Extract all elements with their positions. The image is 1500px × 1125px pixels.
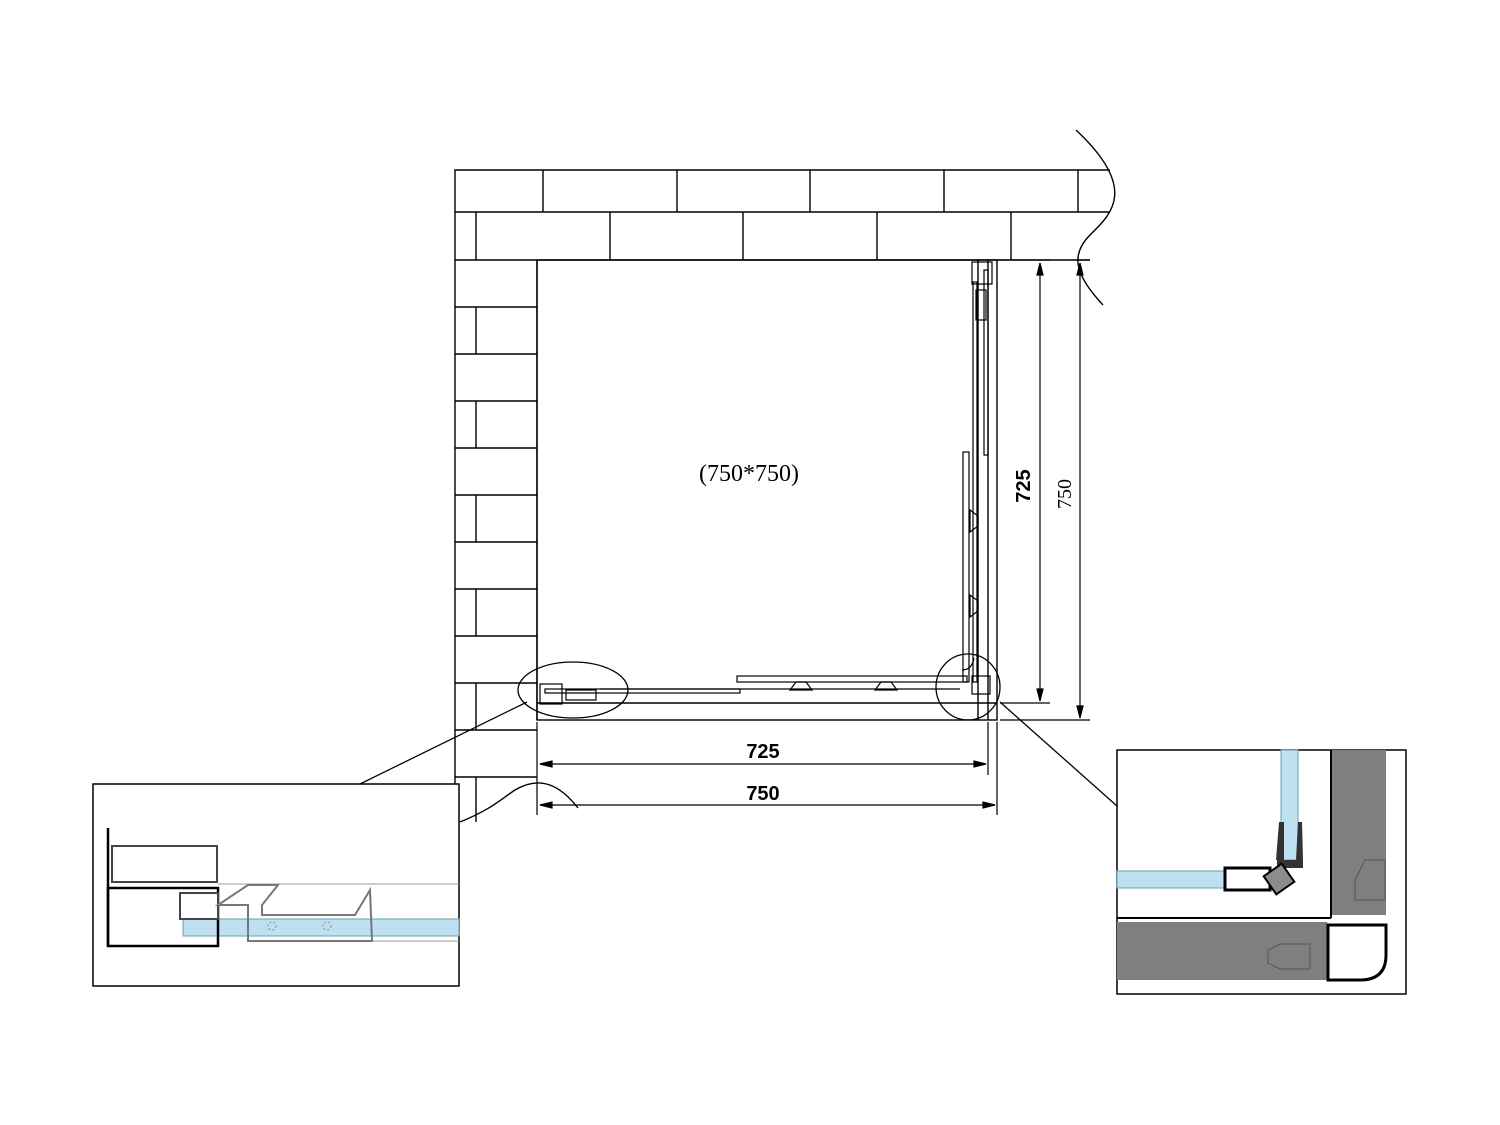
detail-markers xyxy=(359,653,1118,807)
dim-inner-vertical: 725 xyxy=(1013,469,1035,502)
enclosure-size-label: (750*750) xyxy=(699,461,799,487)
dim-inner-horizontal: 725 xyxy=(746,741,779,763)
shower-tray xyxy=(536,259,998,721)
dimension-lines xyxy=(536,259,1090,815)
glass-panels-plan xyxy=(539,261,993,705)
dim-outer-vertical: 750 xyxy=(1054,479,1076,509)
dim-outer-horizontal: 750 xyxy=(746,783,779,805)
detail-right xyxy=(1116,749,1407,995)
detail-left xyxy=(92,783,460,987)
